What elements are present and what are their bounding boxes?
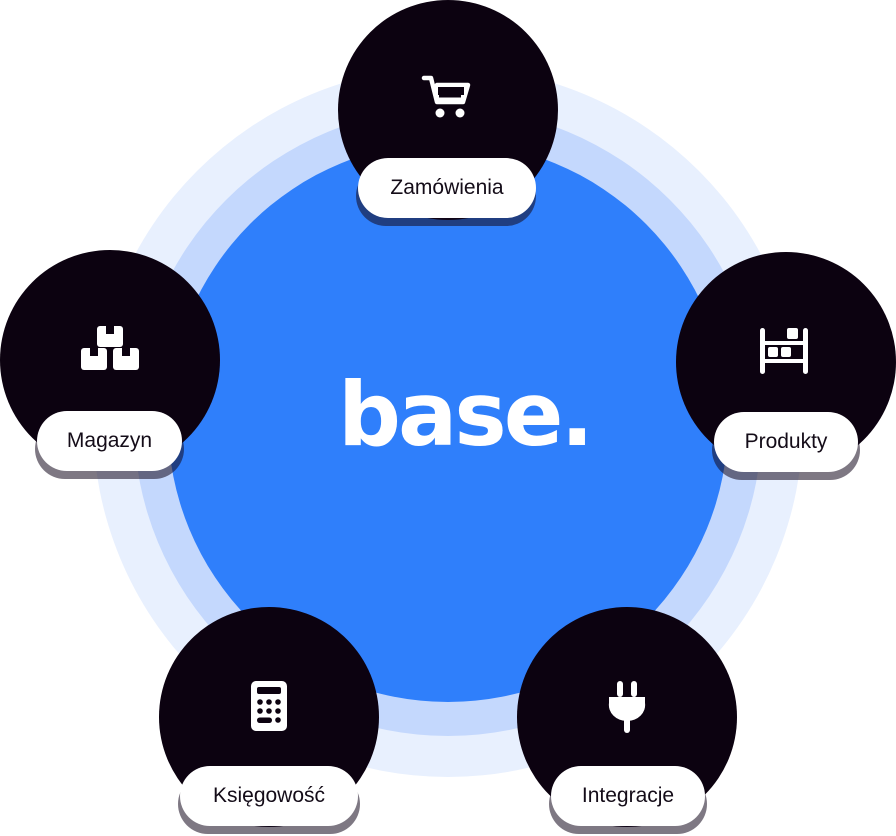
calculator-icon <box>239 677 299 737</box>
stacked-boxes-icon <box>80 322 140 382</box>
node-produkty[interactable] <box>676 252 896 472</box>
shopping-cart-icon <box>418 66 478 126</box>
shelf-boxes-icon <box>754 322 814 382</box>
label-pill-ksiegowosc[interactable]: Księgowość <box>180 766 358 826</box>
label-pill-zamowienia[interactable]: Zamówienia <box>358 158 536 218</box>
label-pill-integracje[interactable]: Integracje <box>551 766 705 826</box>
label-pill-magazyn[interactable]: Magazyn <box>37 411 182 471</box>
label-pill-produkty[interactable]: Produkty <box>714 412 858 472</box>
base-logo: base. <box>338 363 594 466</box>
plug-icon <box>597 677 657 737</box>
